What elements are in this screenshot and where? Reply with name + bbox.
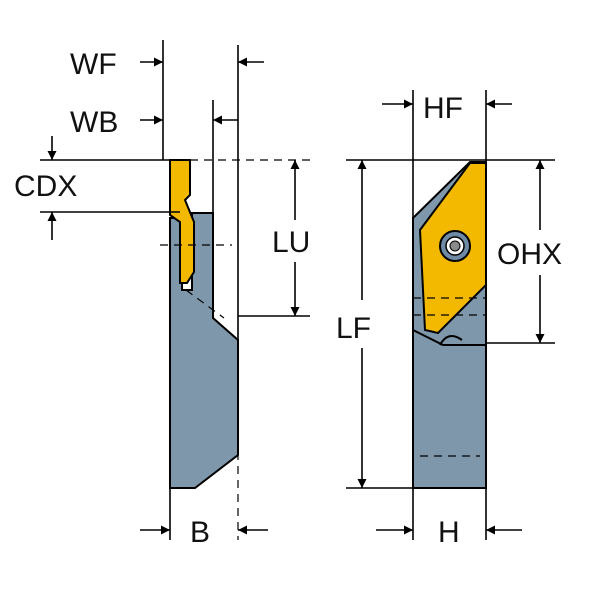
ohx-label: OHX: [497, 238, 562, 271]
cdx-label: CDX: [14, 170, 77, 203]
b-label: B: [190, 516, 210, 549]
lu-label: LU: [272, 226, 310, 259]
front-view: HF OHX LF H: [336, 90, 562, 549]
side-view: WF WB CDX LU B: [14, 40, 310, 549]
hf-label: HF: [423, 92, 463, 125]
wf-label: WF: [70, 48, 117, 81]
h-label: H: [438, 516, 460, 549]
lf-label: LF: [336, 312, 371, 345]
wb-label: WB: [70, 106, 118, 139]
cutting-insert: [169, 159, 195, 284]
torx-screw-icon: [439, 230, 471, 262]
